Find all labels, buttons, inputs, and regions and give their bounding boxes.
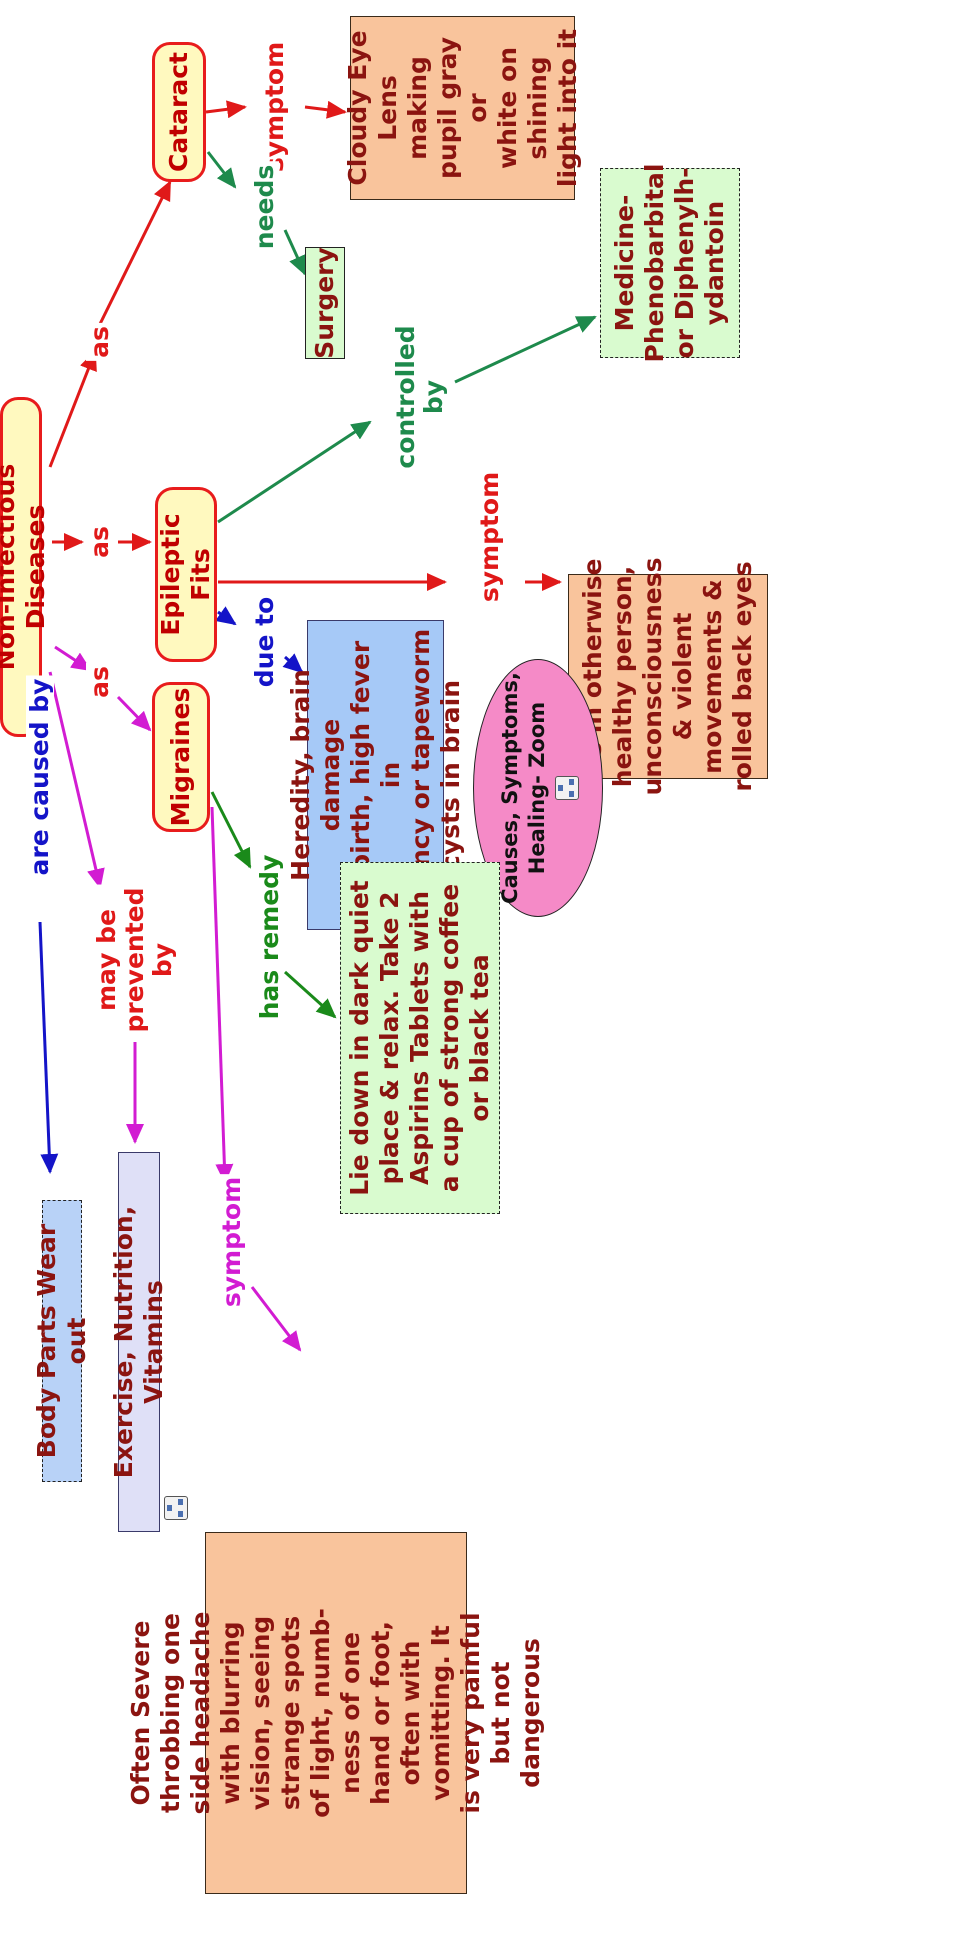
edge-cataract-symptom-a bbox=[205, 100, 247, 119]
edge-remedy-b bbox=[283, 970, 337, 1019]
prevented-by-label: may be prevented by bbox=[92, 884, 177, 1036]
due-to-label: due to bbox=[250, 593, 279, 691]
zoom-oval-text: Causes, Symptoms, Healing- Zoom bbox=[498, 672, 549, 904]
cataract-symptom-link-label: symptom bbox=[260, 38, 289, 176]
remedy-text: Lie down in dark quiet place & relax. Ta… bbox=[345, 880, 494, 1196]
epileptic-fits-topic[interactable]: Epileptic Fits bbox=[155, 487, 217, 662]
migraine-symptom-text: Often Severe throbbing one side headache… bbox=[126, 1608, 545, 1818]
edge-as-cataract bbox=[98, 180, 172, 325]
cataract-symptom-box: Cloudy Eye Lens making pupil gray or whi… bbox=[343, 16, 582, 200]
edge-caused-by-b bbox=[38, 921, 59, 1174]
edge-needs-a bbox=[206, 151, 237, 189]
has-remedy-label: has remedy bbox=[255, 851, 284, 1023]
edge-controlled-b bbox=[454, 315, 597, 384]
edge-due-to-b bbox=[282, 653, 304, 674]
medicine-text: Medicine- Phenobarbital or Diphenylh- yd… bbox=[610, 163, 729, 363]
controlled-by-label: controlled by bbox=[391, 322, 448, 472]
remedy-box: Lie down in dark quiet place & relax. Ta… bbox=[340, 862, 500, 1214]
as-migraines-label: as bbox=[85, 663, 114, 701]
edge-mig-symptom-a bbox=[210, 806, 234, 1184]
migraines-label: Migraines bbox=[166, 687, 195, 827]
edge-cataract-symptom-b bbox=[304, 100, 347, 119]
medicine-box: Medicine- Phenobarbital or Diphenylh- yd… bbox=[600, 164, 740, 363]
fits-symptom-link-label: symptom bbox=[475, 468, 504, 606]
edge-as-migraines bbox=[116, 695, 152, 732]
edge-mig-symptom-b bbox=[250, 1286, 302, 1352]
edge-root-as-cataract bbox=[48, 350, 97, 468]
exercise-sitemap-icon[interactable] bbox=[164, 1496, 188, 1520]
exercise-text: Exercise, Nutrition, Vitamins bbox=[109, 1205, 168, 1479]
body-parts-text: Body Parts Wear out bbox=[32, 1223, 91, 1459]
as-cataract-label: as bbox=[85, 323, 114, 361]
as-epileptic-label: as bbox=[85, 523, 114, 561]
migraine-symptom-box: Often Severe throbbing one side headache… bbox=[126, 1532, 545, 1894]
needs-label: needs bbox=[250, 161, 279, 253]
edge-prevented-a bbox=[48, 671, 105, 889]
cataract-symptom-text: Cloudy Eye Lens making pupil gray or whi… bbox=[342, 28, 582, 188]
edge-controlled-a bbox=[217, 420, 372, 524]
cataract-label: Cataract bbox=[164, 52, 193, 173]
edge-root-as-migraines bbox=[54, 645, 92, 672]
body-parts-box: Body Parts Wear out bbox=[32, 1200, 91, 1482]
edge-needs-b bbox=[283, 229, 307, 276]
sitemap-icon[interactable] bbox=[555, 776, 579, 800]
fits-symptom-text: Fits in otherwise healthy person, uncons… bbox=[578, 557, 757, 796]
edge-remedy-a bbox=[210, 791, 252, 869]
migraine-symptom-link-label: symptom bbox=[217, 1173, 246, 1311]
cataract-topic[interactable]: Cataract bbox=[152, 42, 206, 182]
exercise-box: Exercise, Nutrition, Vitamins bbox=[109, 1152, 168, 1532]
epileptic-fits-label: Epileptic Fits bbox=[156, 513, 215, 636]
surgery-text: Surgery bbox=[310, 247, 339, 359]
migraines-topic[interactable]: Migraines bbox=[152, 682, 210, 832]
edge-due-to-a bbox=[215, 606, 237, 626]
caused-by-label: are caused by bbox=[25, 675, 54, 879]
surgery-box: Surgery bbox=[305, 247, 345, 359]
